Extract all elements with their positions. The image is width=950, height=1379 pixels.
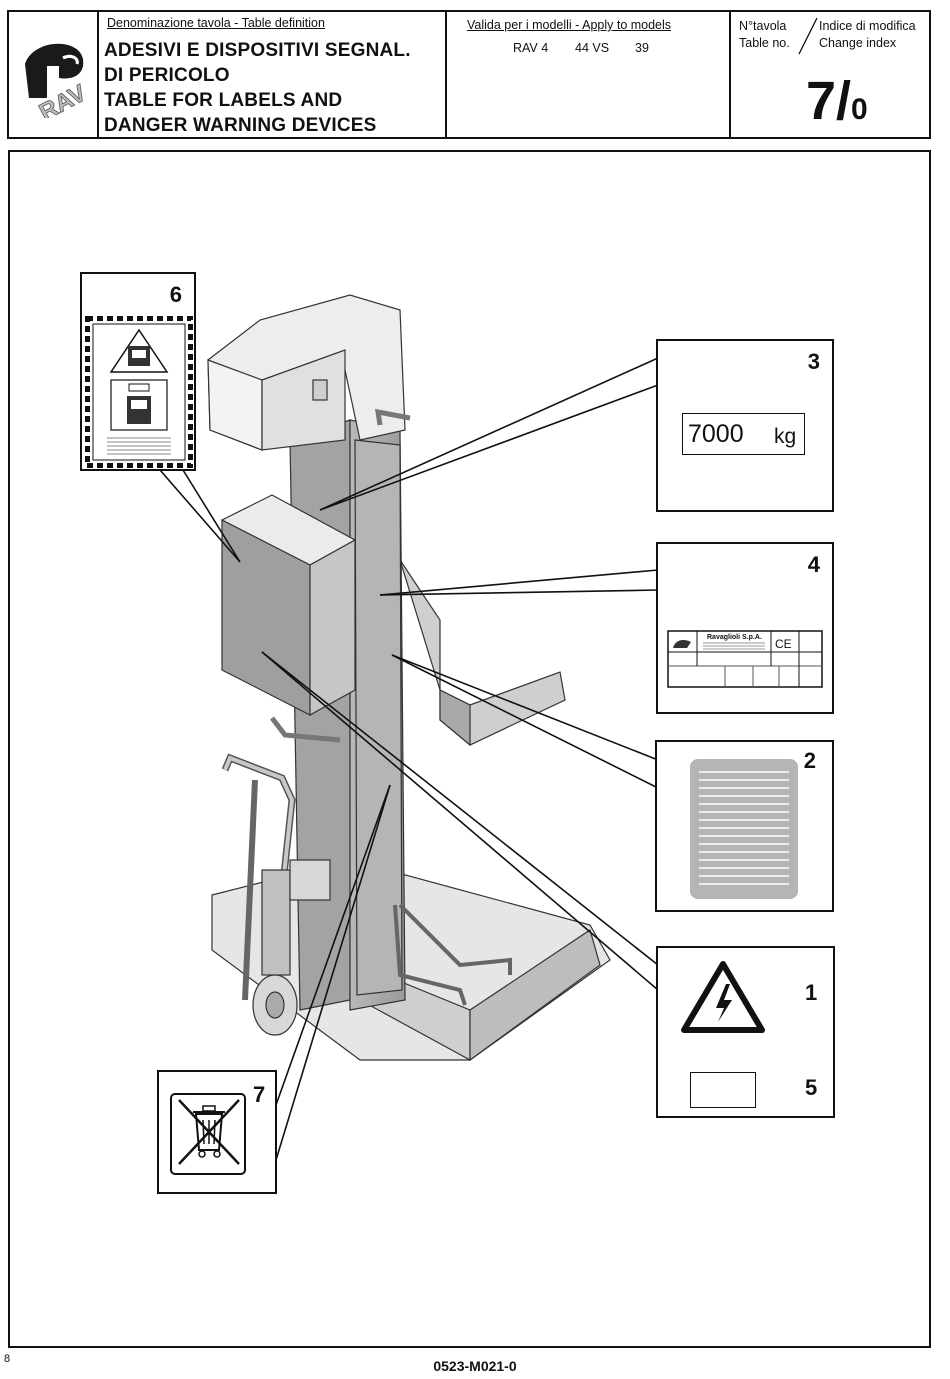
crossed-bin-icon xyxy=(169,1092,247,1176)
callout-4-rating-plate: 4 Ravaglioli S.p.A. CE xyxy=(656,542,834,714)
capacity-plate: 7000 kg xyxy=(682,413,805,455)
capacity-value: 7000 xyxy=(688,420,744,449)
callout-2-instructions-label: 2 xyxy=(655,740,834,912)
rating-plate-icon: Ravaglioli S.p.A. CE xyxy=(667,630,823,688)
document-code: 0523-M021-0 xyxy=(0,1358,950,1374)
lifting-hazard-placard-icon xyxy=(85,316,193,468)
callout-number: 7 xyxy=(253,1082,265,1108)
callout-number: 1 xyxy=(805,980,817,1006)
capacity-unit: kg xyxy=(774,425,796,449)
electrical-hazard-icon xyxy=(680,960,766,1034)
callout-number: 2 xyxy=(804,748,816,774)
callout-number: 3 xyxy=(808,349,820,375)
svg-text:CE: CE xyxy=(775,637,792,651)
callout-3-capacity-label: 3 7000 kg xyxy=(656,339,834,512)
callout-number: 4 xyxy=(808,552,820,578)
callout-number: 5 xyxy=(805,1075,817,1101)
plate-brand: Ravaglioli S.p.A. xyxy=(707,634,762,641)
callout-7-weee-label: 7 xyxy=(157,1070,277,1194)
callout-number: 6 xyxy=(170,282,182,308)
callout-6-lift-warning-label: 6 xyxy=(80,272,196,471)
instruction-sheet-icon xyxy=(689,758,799,900)
blank-label-5 xyxy=(690,1072,756,1108)
callout-1-5-electrical-labels: 1 5 xyxy=(656,946,835,1118)
